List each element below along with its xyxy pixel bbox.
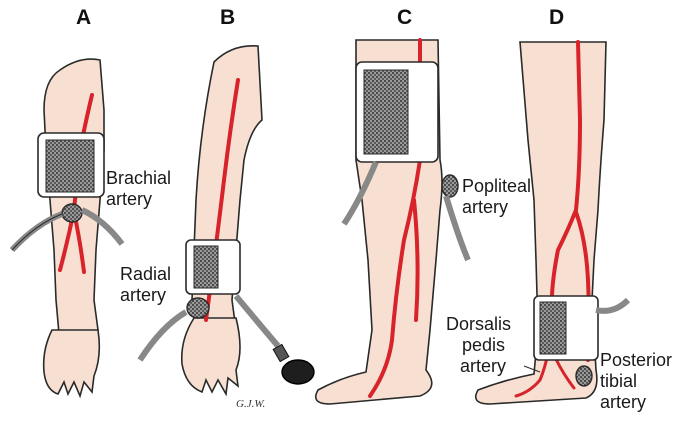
stethoscope-a (62, 204, 82, 222)
panel-b-arm (140, 46, 314, 394)
panel-letter-b: B (220, 6, 235, 30)
callout-dorsalis-line3: artery (446, 356, 511, 377)
callout-radial-line1: Radial (120, 264, 171, 285)
stethoscope-b (187, 298, 209, 318)
tube-b-right (236, 296, 278, 346)
tube-d-right (596, 300, 628, 311)
panel-letter-a: A (76, 6, 91, 30)
callout-posterior-line3: artery (600, 392, 672, 413)
callout-posterior-line2: tibial (600, 371, 672, 392)
callout-dorsalis-pedis-artery: Dorsalis pedis artery (446, 314, 511, 377)
hand-b (182, 318, 240, 394)
callout-radial-artery: Radial artery (120, 264, 171, 306)
inflation-bulb (282, 360, 314, 384)
tube-b-left (140, 312, 186, 360)
panel-letter-d: D (549, 6, 564, 30)
callout-dorsalis-line1: Dorsalis (446, 314, 511, 335)
callout-popliteal-line2: artery (462, 197, 531, 218)
cuff-b-bladder (194, 246, 218, 288)
callout-brachial-line1: Brachial (106, 168, 171, 189)
panel-letter-c: C (397, 6, 412, 30)
stethoscope-d (576, 366, 592, 386)
callout-popliteal-line1: Popliteal (462, 176, 531, 197)
hand-a (44, 330, 100, 396)
cuff-c-bladder (364, 70, 408, 154)
callout-brachial-line2: artery (106, 189, 171, 210)
callout-dorsalis-line2: pedis (446, 335, 511, 356)
callout-brachial-artery: Brachial artery (106, 168, 171, 210)
panel-a-arm (12, 59, 122, 396)
cuff-d-bladder (540, 302, 566, 354)
stethoscope-c (442, 175, 458, 197)
callout-posterior-line1: Posterior (600, 350, 672, 371)
callout-posterior-tibial-artery: Posterior tibial artery (600, 350, 672, 413)
cuff-a-bladder (46, 140, 94, 192)
callout-popliteal-artery: Popliteal artery (462, 176, 531, 218)
artist-signature: G.J.W. (236, 398, 265, 410)
callout-radial-line2: artery (120, 285, 171, 306)
